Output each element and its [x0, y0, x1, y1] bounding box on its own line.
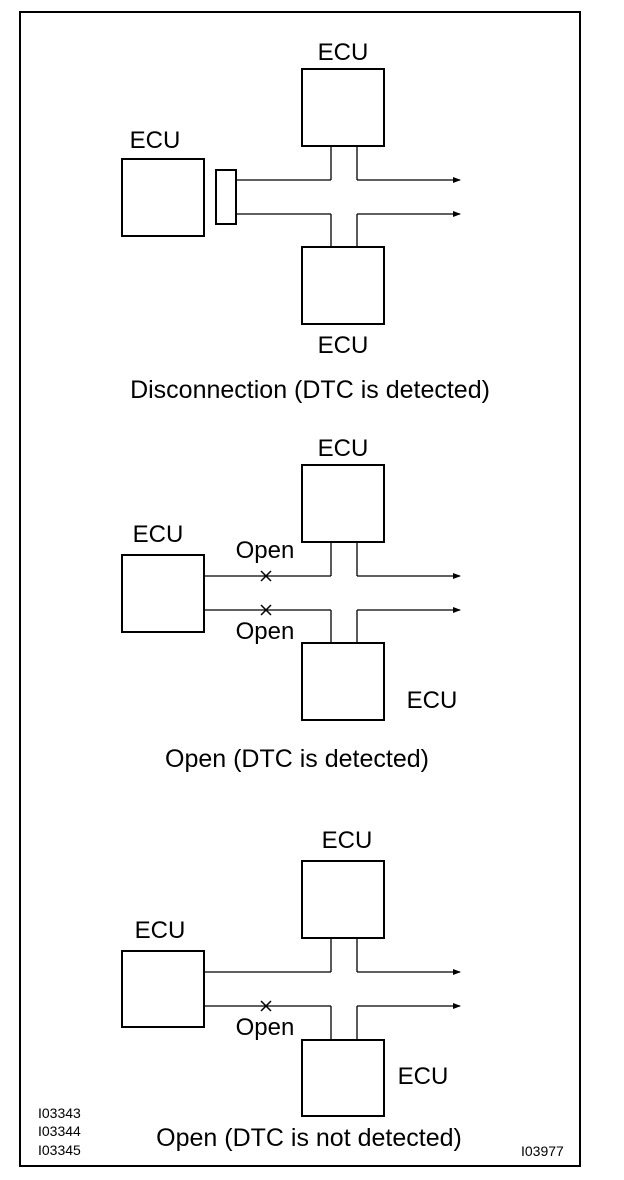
- bottom-ecu-box: [301, 246, 385, 325]
- figure-id: I03977: [521, 1143, 564, 1159]
- open-mark-lower: [260, 1000, 272, 1012]
- diagram-caption: Disconnection (DTC is detected): [130, 376, 490, 404]
- open-label-lower: Open: [236, 618, 295, 645]
- bottom-ecu-label: ECU: [398, 1063, 449, 1090]
- top-ecu-label: ECU: [318, 39, 369, 66]
- top-ecu-box: [301, 860, 385, 939]
- left-ecu-label: ECU: [133, 521, 184, 548]
- top-ecu-label: ECU: [318, 435, 369, 462]
- bottom-ecu-box: [301, 1039, 385, 1117]
- diagram-open-not-detected: ECU ECU ECU Open Open (DTC is not detect…: [121, 827, 462, 1152]
- open-label-upper: Open: [236, 537, 295, 564]
- bottom-ecu-label: ECU: [318, 332, 369, 359]
- open-mark-lower: [260, 604, 272, 616]
- left-ecu-label: ECU: [135, 917, 186, 944]
- open-mark-upper: [260, 570, 272, 582]
- left-ecu-box: [121, 158, 205, 237]
- disconnected-connector: [215, 169, 237, 225]
- diagram-caption: Open (DTC is not detected): [156, 1124, 462, 1152]
- bottom-ecu-box: [301, 642, 385, 721]
- figure-frame: [19, 11, 581, 1167]
- diagram-caption: Open (DTC is detected): [165, 745, 429, 773]
- top-ecu-box: [301, 464, 385, 543]
- open-label-lower: Open: [236, 1014, 295, 1041]
- left-ecu-label: ECU: [130, 127, 181, 154]
- left-ecu-box: [121, 950, 205, 1028]
- diagram-disconnection: ECU ECU ECU Disconnection (DTC is detect…: [121, 39, 490, 404]
- diagram-open-detected: ECU ECU ECU Open Open Open (DTC is detec…: [121, 435, 461, 773]
- left-ecu-box: [121, 554, 205, 633]
- bottom-ecu-label: ECU: [407, 687, 458, 714]
- top-ecu-label: ECU: [322, 827, 373, 854]
- top-ecu-box: [301, 68, 385, 147]
- ref-code: I03345: [38, 1142, 81, 1158]
- ref-code: I03344: [38, 1123, 81, 1139]
- ref-code: I03343: [38, 1105, 81, 1121]
